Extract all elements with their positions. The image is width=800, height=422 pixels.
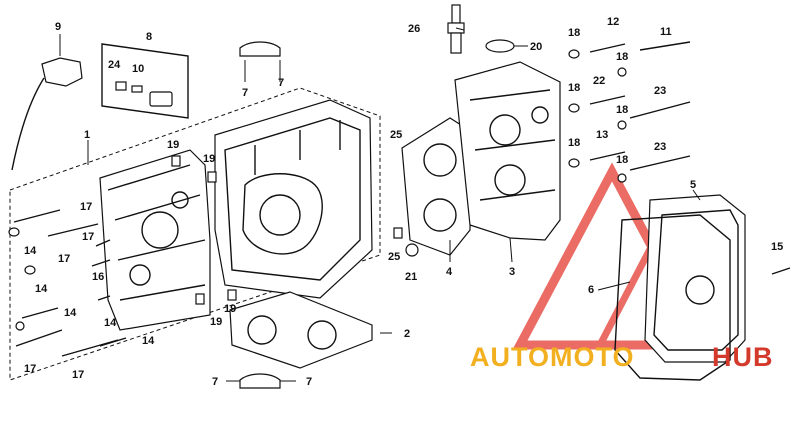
callout-14-a: 14 [24, 245, 37, 257]
callout-7-d: 7 [306, 376, 312, 388]
callout-17-c: 17 [82, 231, 94, 243]
watermark-text: AUTOMOTO HUB [470, 342, 774, 372]
callout-13: 13 [596, 129, 608, 141]
watermark-text-b: HUB [712, 342, 774, 372]
cylinder-block-part-3 [454, 61, 561, 241]
callout-19-d: 19 [210, 316, 222, 328]
dowel-part-19-d [195, 293, 205, 305]
callout-5: 5 [690, 179, 696, 191]
callout-4: 4 [446, 266, 453, 278]
plug-cap-part-9 [11, 57, 83, 171]
callout-17-e: 17 [72, 369, 84, 381]
callout-20: 20 [530, 41, 542, 53]
callout-17-d: 17 [24, 363, 36, 375]
clamp-part-7-top [239, 41, 281, 57]
callout-9: 9 [55, 21, 61, 33]
watermark-text-a: AUTOMOTO [470, 342, 635, 372]
part-8-kit-box [101, 43, 189, 119]
oring-part-21 [405, 243, 419, 257]
clamp-part-7-bottom [239, 373, 281, 389]
callout-25-a: 25 [390, 129, 402, 141]
dowel-part-25-a [393, 227, 403, 239]
callout-3: 3 [509, 266, 515, 278]
callout-14-d: 14 [104, 317, 117, 329]
callout-14-e: 14 [142, 335, 155, 347]
callout-11: 11 [660, 26, 672, 38]
callout-8: 8 [146, 31, 152, 43]
callout-18-b: 18 [616, 51, 628, 63]
callout-22: 22 [593, 75, 605, 87]
callout-19-c: 19 [224, 303, 236, 315]
callout-10: 10 [132, 63, 144, 75]
callout-21: 21 [405, 271, 417, 283]
callout-18-f: 18 [616, 154, 628, 166]
head-gasket-part-4 [401, 117, 473, 256]
bolts-left-column [8, 209, 127, 357]
callout-1: 1 [84, 129, 90, 141]
cylinder-head-group-outline [9, 87, 381, 381]
callout-24: 24 [108, 59, 121, 71]
callout-7-c: 7 [212, 376, 218, 388]
part-24-component [115, 81, 127, 91]
callout-18-d: 18 [616, 104, 628, 116]
callout-19-b: 19 [203, 153, 215, 165]
callout-14-c: 14 [64, 307, 77, 319]
dowel-part-19-c [227, 289, 237, 301]
callout-16: 16 [92, 271, 104, 283]
bolts-right-column [568, 41, 791, 275]
callout-14-b: 14 [35, 283, 48, 295]
callout-12: 12 [607, 16, 619, 28]
gasket-part-2 [229, 291, 373, 369]
callout-18-a: 18 [568, 27, 580, 39]
callout-23-a: 23 [654, 85, 666, 97]
callout-15: 15 [771, 241, 783, 253]
dowel-part-19-a [171, 155, 181, 167]
callout-26: 26 [408, 23, 420, 35]
cylinder-head-left [99, 149, 211, 331]
part-10-component [131, 85, 143, 93]
callout-17-a: 17 [80, 201, 92, 213]
callout-7-b: 7 [278, 77, 284, 89]
part-8-component [149, 91, 173, 107]
callout-labels: 1 2 3 4 5 6 7 7 7 7 8 9 10 11 12 13 14 1… [24, 16, 783, 388]
cylinder-head-center [214, 99, 373, 299]
washer-part-20 [485, 39, 515, 53]
callout-18-e: 18 [568, 137, 580, 149]
callout-6: 6 [588, 284, 594, 296]
callout-25-b: 25 [388, 251, 400, 263]
callout-19-a: 19 [167, 139, 179, 151]
callout-2: 2 [404, 328, 410, 340]
cover-gasket-part-6 [614, 214, 731, 381]
callout-18-c: 18 [568, 82, 580, 94]
callout-7-a: 7 [242, 87, 248, 99]
dowel-part-19-b [207, 171, 217, 183]
leader-lines [59, 27, 701, 382]
callout-17-b: 17 [58, 253, 70, 265]
callout-23-b: 23 [654, 141, 666, 153]
